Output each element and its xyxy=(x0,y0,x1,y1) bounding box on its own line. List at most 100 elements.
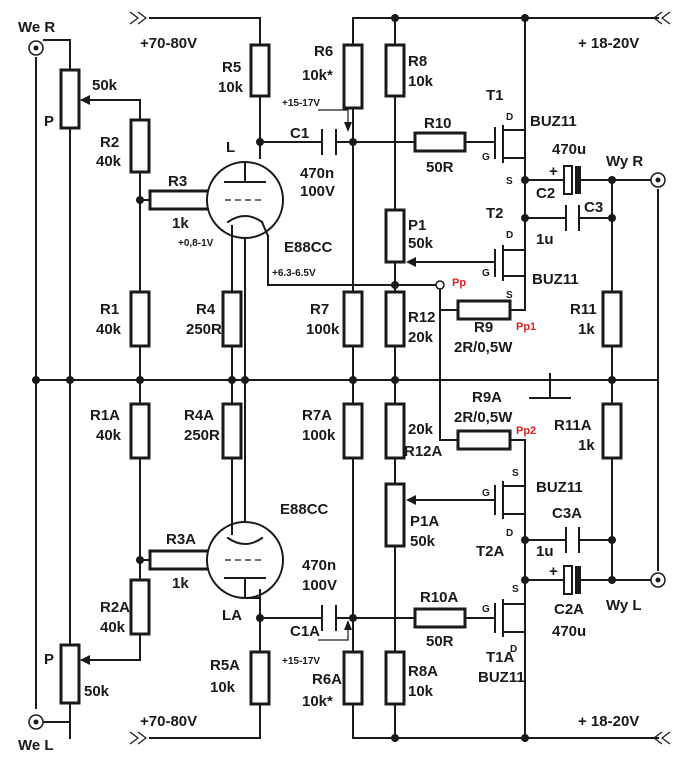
svg-text:10k*: 10k* xyxy=(302,67,333,84)
capacitor-c1 xyxy=(321,129,337,155)
svg-text:R7: R7 xyxy=(310,301,329,318)
resistor-r5 xyxy=(249,43,271,98)
resistor-r10a xyxy=(413,607,467,629)
svg-text:C3A: C3A xyxy=(552,505,582,522)
svg-text:R5A: R5A xyxy=(210,657,240,674)
svg-text:P: P xyxy=(44,113,54,130)
svg-text:470n: 470n xyxy=(300,165,334,182)
input-r-label: We R xyxy=(18,19,55,36)
resistor-r12a xyxy=(384,402,406,460)
svg-text:S: S xyxy=(512,584,519,595)
svg-text:G: G xyxy=(482,488,490,499)
svg-text:+: + xyxy=(549,563,558,580)
svg-text:R9: R9 xyxy=(474,319,493,336)
svg-text:R11: R11 xyxy=(570,301,597,318)
svg-text:R12A: R12A xyxy=(404,443,443,460)
resistors xyxy=(59,43,623,706)
svg-text:R2: R2 xyxy=(100,134,119,151)
mosfet-t1 xyxy=(494,125,526,181)
svg-text:+15-17V: +15-17V xyxy=(282,98,320,109)
svg-text:50k: 50k xyxy=(92,77,118,94)
capacitor-c1a xyxy=(321,605,337,631)
svg-text:1k: 1k xyxy=(172,575,189,592)
hv-top-label: +70-80V xyxy=(140,35,197,52)
svg-text:G: G xyxy=(482,604,490,615)
svg-text:R8A: R8A xyxy=(408,663,438,680)
svg-text:R11A: R11A xyxy=(554,417,592,434)
svg-text:R3: R3 xyxy=(168,173,187,190)
svg-text:P1A: P1A xyxy=(410,513,439,530)
svg-text:+6.3-6.5V: +6.3-6.5V xyxy=(272,268,316,279)
svg-text:10k: 10k xyxy=(210,679,236,696)
svg-text:10k*: 10k* xyxy=(302,693,333,710)
svg-text:10k: 10k xyxy=(408,683,434,700)
svg-text:R6: R6 xyxy=(314,43,333,60)
wiper-arrows xyxy=(80,95,416,665)
svg-text:C2: C2 xyxy=(536,185,555,202)
svg-text:1k: 1k xyxy=(578,321,595,338)
svg-text:C3: C3 xyxy=(584,199,603,216)
svg-text:50k: 50k xyxy=(410,533,436,550)
svg-text:2R/0,5W: 2R/0,5W xyxy=(454,339,513,356)
capacitor-c3a xyxy=(565,527,580,553)
resistor-r3a xyxy=(148,549,212,571)
svg-text:50R: 50R xyxy=(426,159,454,176)
resistor-r8a xyxy=(384,650,406,706)
svg-text:+: + xyxy=(549,163,558,180)
rail-arrows xyxy=(129,11,671,745)
svg-text:+0,8-1V: +0,8-1V xyxy=(178,238,214,249)
svg-text:100k: 100k xyxy=(302,427,336,444)
svg-text:D: D xyxy=(510,644,517,655)
resistor-r5a xyxy=(249,650,271,706)
resistor-r2 xyxy=(129,118,151,174)
svg-text:BUZ11: BUZ11 xyxy=(536,479,583,496)
svg-text:BUZ11: BUZ11 xyxy=(478,669,525,686)
svg-text:R3A: R3A xyxy=(166,531,196,548)
svg-text:Pp1: Pp1 xyxy=(516,321,536,333)
hv-bottom-label: +70-80V xyxy=(140,713,197,730)
svg-text:R1: R1 xyxy=(100,301,119,318)
svg-text:D: D xyxy=(506,112,513,123)
svg-text:T1: T1 xyxy=(486,87,504,104)
svg-text:BUZ11: BUZ11 xyxy=(532,271,579,288)
input-l-label: We L xyxy=(18,737,54,754)
svg-text:R6A: R6A xyxy=(312,671,342,688)
svg-text:LA: LA xyxy=(222,607,242,624)
svg-text:470u: 470u xyxy=(552,141,586,158)
resistor-r6a xyxy=(342,650,364,706)
lv-top-label: + 18-20V xyxy=(578,35,639,52)
svg-text:470u: 470u xyxy=(552,623,586,640)
svg-text:E88CC: E88CC xyxy=(284,239,333,256)
svg-text:40k: 40k xyxy=(96,427,122,444)
svg-text:+15-17V: +15-17V xyxy=(282,656,320,667)
svg-text:BUZ11: BUZ11 xyxy=(530,113,577,130)
svg-text:R4A: R4A xyxy=(184,407,214,424)
svg-text:C1: C1 xyxy=(290,125,309,142)
resistor-r3 xyxy=(148,189,212,211)
svg-text:R2A: R2A xyxy=(100,599,130,616)
svg-text:40k: 40k xyxy=(100,619,126,636)
pp-test-point xyxy=(435,280,445,290)
svg-text:10k: 10k xyxy=(408,73,434,90)
resistor-r7a xyxy=(342,402,364,460)
svg-text:T2A: T2A xyxy=(476,543,505,560)
resistor-r4a xyxy=(221,402,243,460)
svg-text:40k: 40k xyxy=(96,321,122,338)
svg-text:100V: 100V xyxy=(302,577,337,594)
svg-text:T2: T2 xyxy=(486,205,504,222)
svg-text:10k: 10k xyxy=(218,79,244,96)
resistor-r4 xyxy=(221,290,243,348)
svg-text:1u: 1u xyxy=(536,231,554,248)
svg-text:S: S xyxy=(506,176,513,187)
resistor-r9a xyxy=(456,429,512,451)
svg-text:R10: R10 xyxy=(424,115,452,132)
lv-bottom-label: + 18-20V xyxy=(578,713,639,730)
svg-text:1u: 1u xyxy=(536,543,554,560)
capacitor-c2 xyxy=(563,165,581,195)
resistor-r1 xyxy=(129,290,151,348)
resistor-r7 xyxy=(342,290,364,348)
svg-text:C2A: C2A xyxy=(554,601,584,618)
svg-text:S: S xyxy=(506,290,513,301)
svg-text:R7A: R7A xyxy=(302,407,332,424)
labels: We R We L Wy R Wy L +70-80V +70-80V + 18… xyxy=(18,19,643,754)
